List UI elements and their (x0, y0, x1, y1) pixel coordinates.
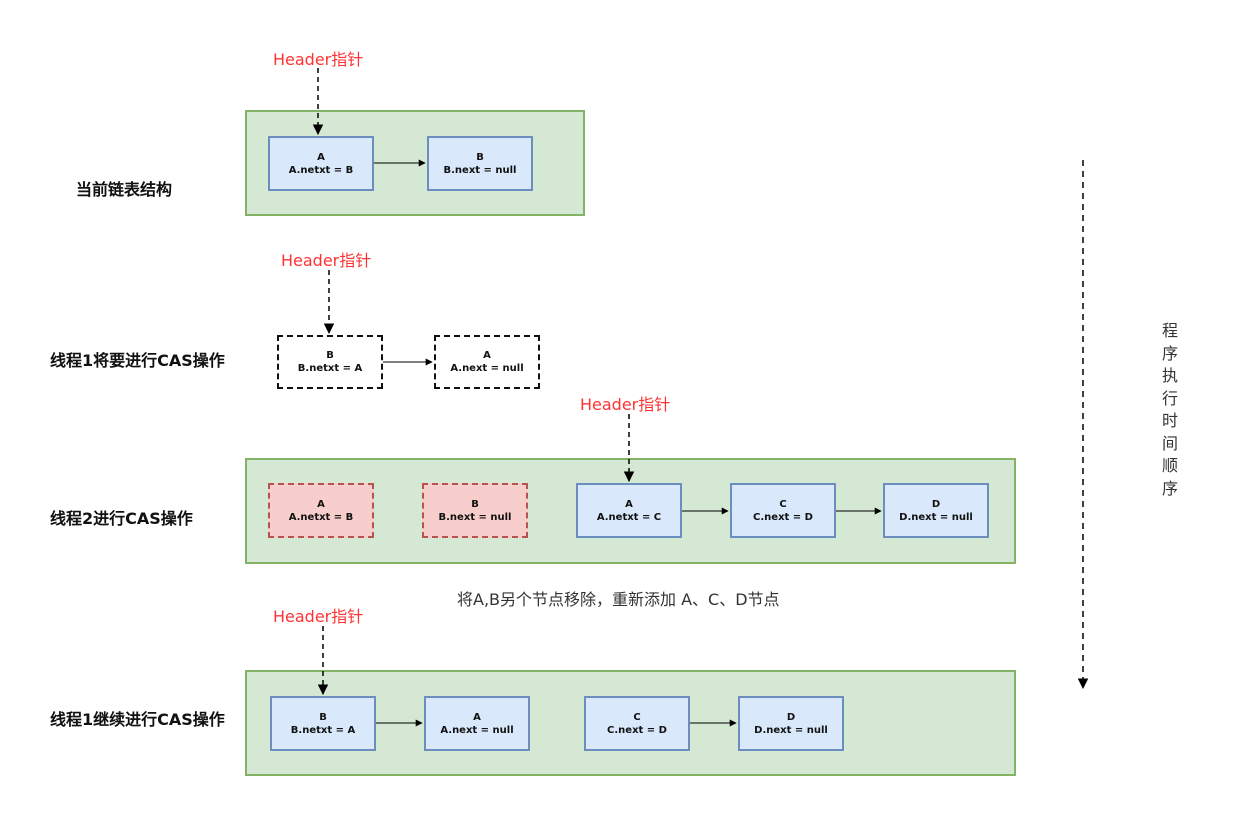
node-name: B (326, 350, 334, 361)
node-value: A.next = null (440, 724, 514, 736)
header-pointer-label-row2: Header指针 (281, 251, 372, 270)
node-value: C.next = D (753, 511, 813, 523)
node-name: D (931, 498, 941, 510)
node-a: A A.netxt = C (576, 483, 682, 538)
node-d: D D.next = null (883, 483, 989, 538)
node-value: A.netxt = B (288, 164, 354, 176)
time-axis-char: 执 (1161, 366, 1178, 385)
node-b: B B.next = null (427, 136, 533, 191)
node-value: D.next = null (899, 511, 973, 523)
node-name: A (625, 498, 633, 510)
node-name: B (471, 498, 479, 510)
time-axis-label: 程 序 执 行 时 间 顺 序 (1160, 320, 1180, 500)
node-b: B B.netxt = A (270, 696, 376, 751)
row-label-thread2-cas: 线程2进行CAS操作 (50, 509, 193, 528)
header-pointer-label-row3: Header指针 (580, 395, 671, 414)
node-d: D D.next = null (738, 696, 844, 751)
header-pointer-label-row4: Header指针 (273, 607, 364, 626)
node-value: D.next = null (754, 724, 828, 736)
node-name: A (317, 151, 325, 163)
node-name: A (473, 711, 481, 723)
node-name: B (319, 711, 327, 723)
time-axis-char: 序 (1161, 478, 1178, 498)
node-name: D (786, 711, 796, 723)
node-a: A A.next = null (424, 696, 530, 751)
node-a: A A.next = null (434, 335, 540, 389)
node-name: A (483, 350, 491, 361)
time-axis-char: 时 (1161, 411, 1178, 430)
node-value: B.netxt = A (290, 724, 356, 736)
removed-node-b: B B.next = null (422, 483, 528, 538)
time-axis-char: 程 (1161, 321, 1178, 340)
removed-node-a: A A.netxt = B (268, 483, 374, 538)
node-value: A.netxt = C (596, 511, 662, 523)
row-label-thread1-continue: 线程1继续进行CAS操作 (50, 710, 225, 729)
time-axis-char: 行 (1161, 388, 1178, 408)
time-axis-char: 间 (1161, 433, 1178, 453)
node-value: B.netxt = A (297, 363, 363, 374)
node-name: B (476, 151, 484, 163)
caption-rebuild: 将A,B另个节点移除，重新添加 A、C、D节点 (457, 590, 780, 609)
node-value: C.next = D (607, 724, 667, 736)
row-label-thread1-plan: 线程1将要进行CAS操作 (50, 351, 225, 370)
node-a: A A.netxt = B (268, 136, 374, 191)
row-label-current-list: 当前链表结构 (76, 180, 173, 199)
node-c: C C.next = D (730, 483, 836, 538)
node-c: C C.next = D (584, 696, 690, 751)
time-axis-char: 顺 (1161, 456, 1178, 475)
node-value: B.next = null (443, 164, 517, 176)
node-b: B B.netxt = A (277, 335, 383, 389)
node-name: C (779, 498, 787, 510)
header-pointer-label-row1: Header指针 (273, 50, 364, 69)
node-name: C (633, 711, 641, 723)
node-name: A (317, 498, 325, 510)
node-value: B.next = null (438, 511, 512, 523)
node-value: A.next = null (450, 363, 524, 374)
node-value: A.netxt = B (288, 511, 354, 523)
time-axis-char: 序 (1161, 343, 1178, 363)
